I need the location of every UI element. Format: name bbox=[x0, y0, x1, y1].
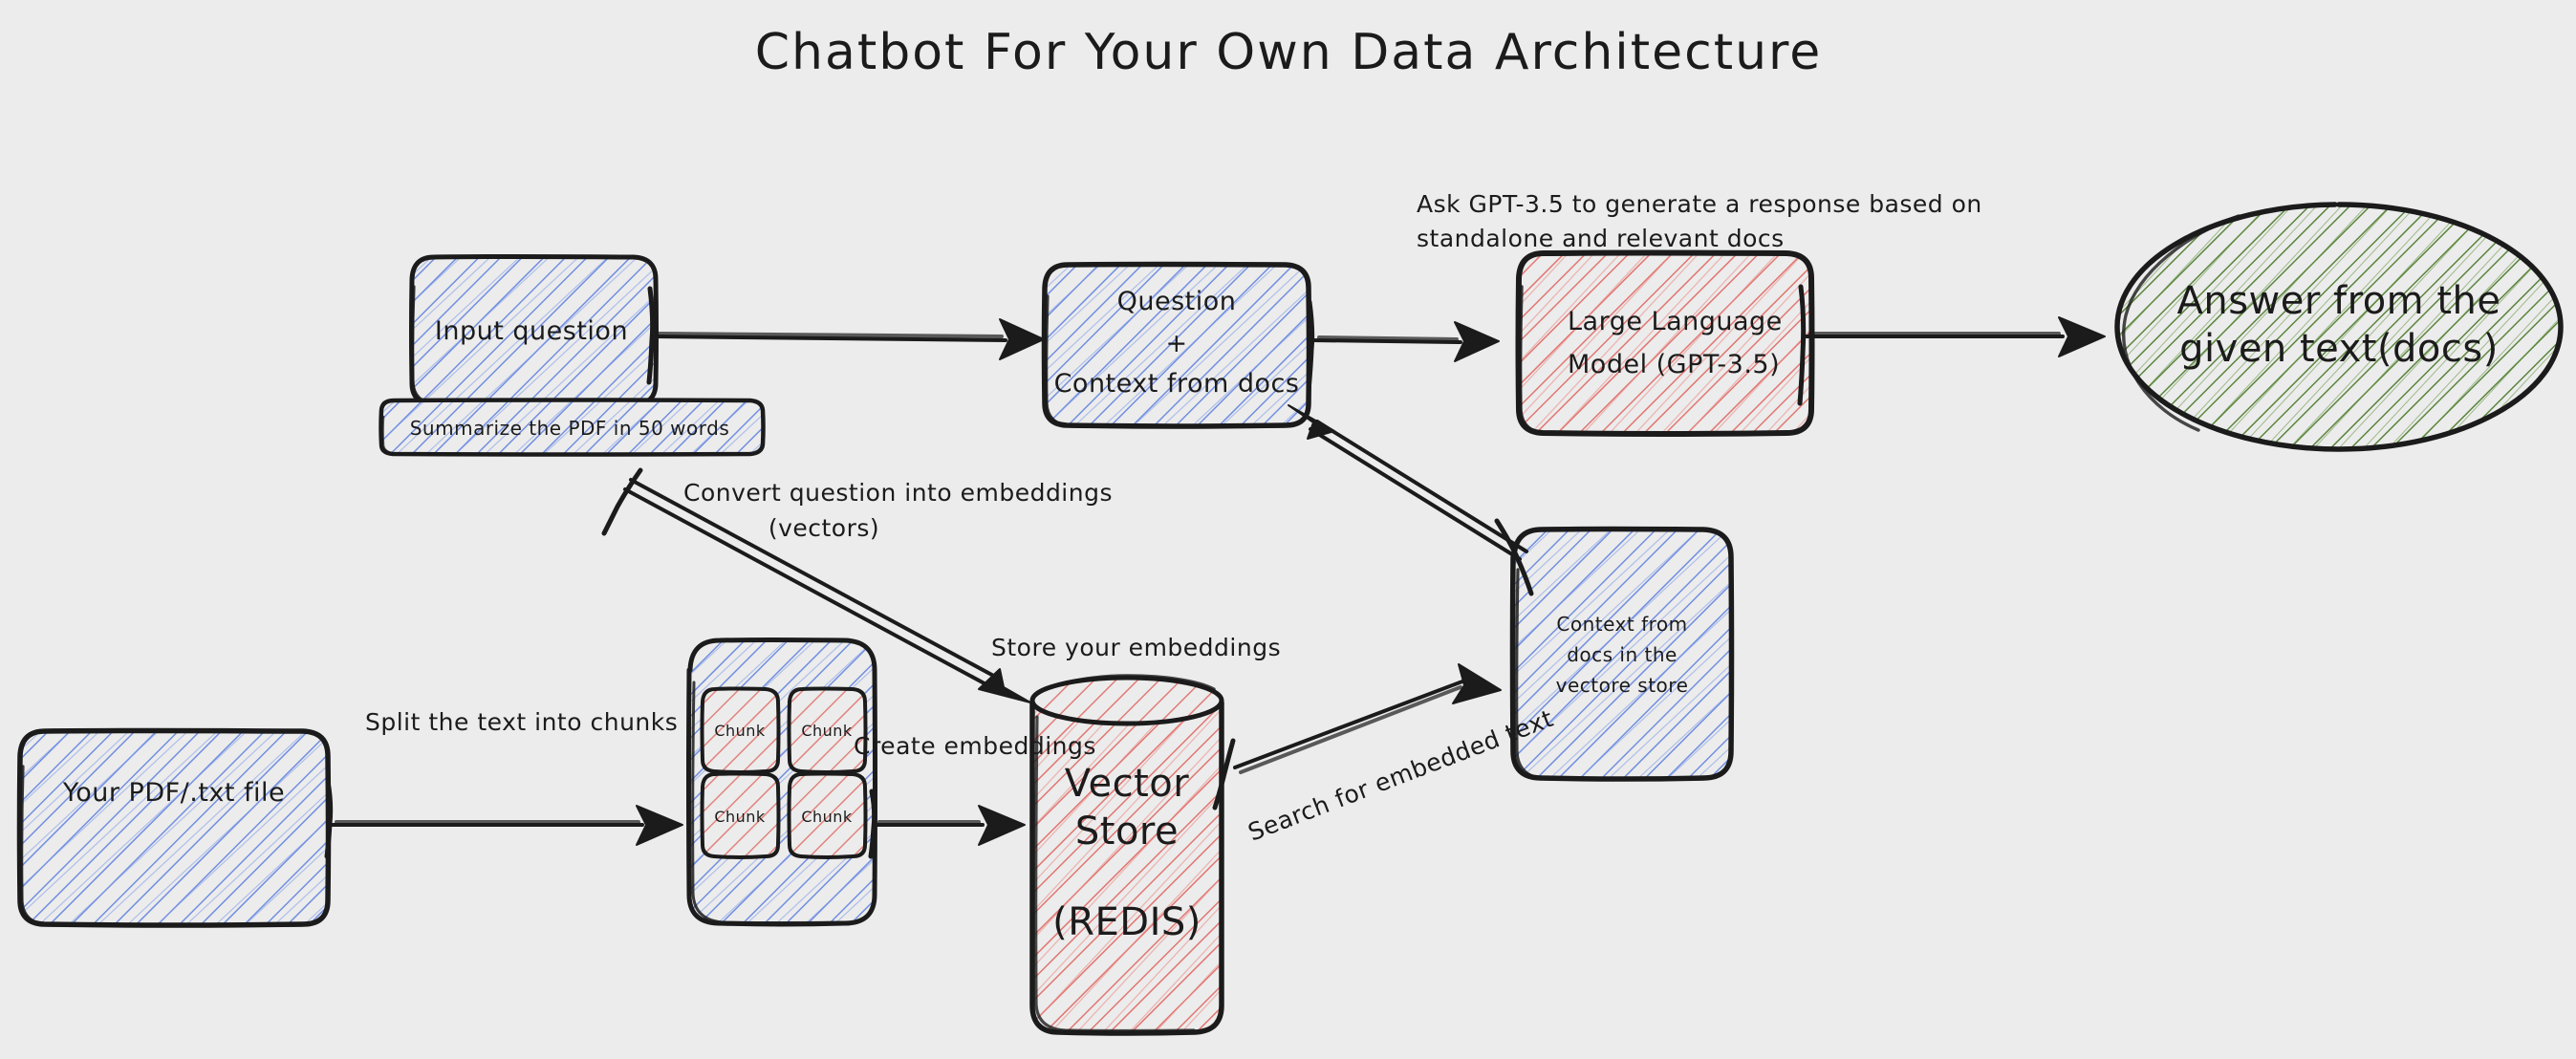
node-vector-store-line3: (REDIS) bbox=[1052, 900, 1201, 944]
edge-label-split-text: Split the text into chunks bbox=[365, 708, 678, 736]
node-summarize-note-label: Summarize the PDF in 50 words bbox=[410, 417, 730, 440]
node-context-line1: Context from bbox=[1556, 613, 1687, 636]
edge-label-ask-gpt-line2: standalone and relevant docs bbox=[1417, 225, 1785, 252]
chunk-label: Chunk bbox=[714, 808, 766, 826]
node-llm-line1: Large Language bbox=[1568, 307, 1783, 336]
node-question-context[interactable]: Question + Context from docs bbox=[1041, 261, 1312, 429]
edge-label-ask-gpt-line1: Ask GPT-3.5 to generate a response based… bbox=[1417, 190, 1982, 218]
edge-context-to-question bbox=[1288, 404, 1534, 596]
edge-label-store-embeddings: Store your embeddings bbox=[991, 634, 1281, 661]
edge-chunks-to-vectorstore bbox=[868, 789, 1026, 859]
node-vector-store-line2: Store bbox=[1075, 810, 1179, 854]
node-vector-store[interactable]: Vector Store (REDIS) bbox=[1029, 674, 1224, 1036]
node-chunks-container[interactable]: Chunk Chunk Chunk Chunk bbox=[686, 638, 877, 927]
chunk-label: Chunk bbox=[801, 808, 853, 826]
edge-question-to-llm bbox=[1306, 299, 1500, 393]
node-pdf-file-label: Your PDF/.txt file bbox=[62, 778, 285, 808]
edge-llm-to-answer bbox=[1803, 316, 2106, 357]
node-input-question-label: Input question bbox=[435, 316, 628, 346]
node-llm-line2: Model (GPT-3.5) bbox=[1568, 350, 1780, 379]
edge-label-create-embeddings: Create embeddings bbox=[854, 732, 1096, 760]
node-large-language-model[interactable]: Large Language Model (GPT-3.5) bbox=[1515, 249, 1815, 437]
node-question-context-line1: Question bbox=[1117, 287, 1237, 316]
chunk-box[interactable]: Chunk bbox=[700, 686, 781, 774]
node-answer-line1: Answer from the bbox=[2177, 279, 2501, 323]
node-question-context-line3: Context from docs bbox=[1054, 369, 1300, 399]
node-answer-ellipse[interactable]: Answer from the given text(docs) bbox=[2114, 202, 2564, 452]
node-summarize-note[interactable]: Summarize the PDF in 50 words bbox=[379, 398, 766, 457]
edge-label-search-embedded: Search for embedded text bbox=[1245, 704, 1557, 847]
edge-pdf-to-chunks bbox=[329, 805, 683, 846]
page-title: Chatbot For Your Own Data Architecture bbox=[755, 24, 1823, 81]
node-context-line3: vectore store bbox=[1556, 674, 1689, 697]
chunk-box[interactable]: Chunk bbox=[700, 771, 781, 859]
node-question-context-line2: + bbox=[1165, 329, 1187, 358]
edge-label-convert-question-line1: Convert question into embeddings bbox=[683, 479, 1113, 507]
chunk-label: Chunk bbox=[714, 722, 766, 740]
node-context-from-docs[interactable]: Context from docs in the vectore store bbox=[1509, 526, 1735, 782]
chunk-box[interactable]: Chunk bbox=[787, 771, 868, 859]
node-pdf-file[interactable]: Your PDF/.txt file bbox=[16, 727, 334, 928]
node-vector-store-line1: Vector bbox=[1065, 762, 1190, 806]
node-input-question[interactable]: Input question bbox=[409, 254, 659, 408]
chunk-label: Chunk bbox=[801, 722, 853, 740]
edge-convert-question-to-vectorstore bbox=[601, 467, 1031, 703]
node-context-line2: docs in the bbox=[1567, 643, 1678, 666]
edge-vectorstore-to-context bbox=[1212, 663, 1502, 810]
edge-input-to-question bbox=[646, 286, 1045, 385]
edge-label-convert-question-line2: (vectors) bbox=[768, 514, 879, 542]
chunk-box[interactable]: Chunk bbox=[787, 686, 868, 774]
node-answer-line2: given text(docs) bbox=[2179, 327, 2499, 371]
